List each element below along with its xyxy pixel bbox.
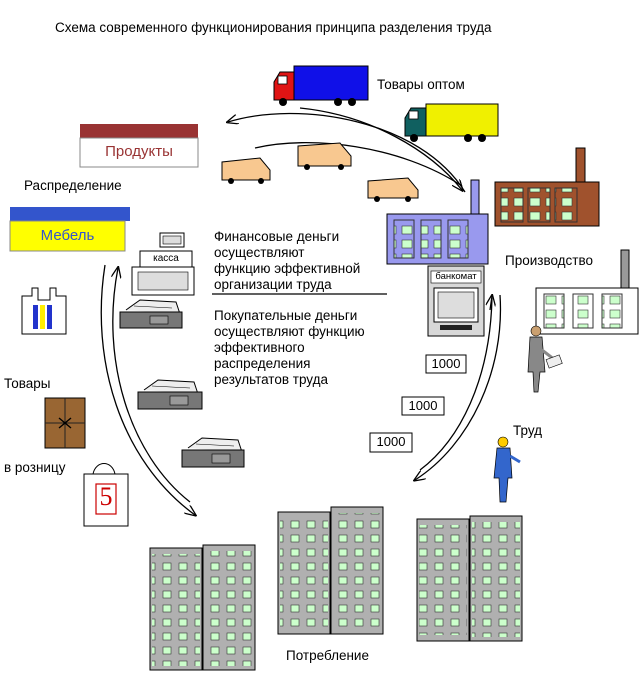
register-label: касса <box>153 253 179 264</box>
arrow-right-inner-tip <box>490 296 492 311</box>
text-line: осуществляют <box>214 245 305 260</box>
truck-red-blue-icon <box>273 65 369 106</box>
goods-label: Товары <box>4 376 51 391</box>
factory-lavender-icon <box>386 179 489 265</box>
arrow-top <box>228 112 466 193</box>
wallet-icon <box>137 379 203 410</box>
text-line: функцию эффективной <box>214 261 361 276</box>
labor-label: Труд <box>513 423 543 438</box>
van-icon <box>367 177 419 202</box>
apartment-building-icon <box>416 515 523 642</box>
retail-label: в розницу <box>4 460 66 475</box>
financial-money-text: Финансовые деньги осуществляют функцию э… <box>214 229 360 293</box>
truck-teal-yellow-icon <box>404 103 499 142</box>
text-line: осуществляют функцию <box>214 324 365 339</box>
arrow-left-inner <box>113 268 191 503</box>
money-bill-icon <box>369 432 413 453</box>
parcel-icon <box>44 397 86 449</box>
van-icon <box>297 142 352 170</box>
purchasing-money-text: Покупательные деньги осуществляют функци… <box>214 308 365 388</box>
van-icon <box>221 157 271 184</box>
arrow-right-inner <box>419 297 493 471</box>
money-amount: 1000 <box>408 398 438 413</box>
products-sign-text: Продукты <box>105 143 173 160</box>
arrow-top-inner <box>254 142 463 187</box>
text-line: Финансовые деньги <box>214 229 340 244</box>
text-line: эффективного <box>214 340 305 355</box>
furniture-sign-text: Мебель <box>40 227 95 244</box>
cycle-arrows <box>100 107 502 515</box>
factory-brown-icon <box>494 147 600 227</box>
consumption-label: Потребление <box>286 648 369 663</box>
money-bill-icon <box>425 354 467 374</box>
apartment-building-icon <box>277 506 384 635</box>
shopping-bag-icon <box>21 287 67 335</box>
products-store-sign <box>79 124 199 168</box>
factory-white-icon <box>535 249 639 335</box>
atm-icon <box>427 265 485 337</box>
worker-icon <box>493 436 521 503</box>
atm-label: банкомат <box>435 271 477 282</box>
money-bill-icon <box>401 396 445 416</box>
cash-register-icon <box>131 232 195 296</box>
page-title: Схема современного функционирования прин… <box>55 20 492 35</box>
arrow-top-inner2 <box>299 107 462 190</box>
production-label: Производство <box>505 253 594 268</box>
arrow-right <box>415 294 502 480</box>
furniture-store-sign <box>9 207 130 252</box>
money-amount: 1000 <box>431 356 461 371</box>
distribution-label: Распределение <box>24 178 122 193</box>
text-line: организации труда <box>214 277 332 292</box>
arrow-left <box>100 264 195 515</box>
text-line: распределения <box>214 356 311 371</box>
apartment-building-icon <box>149 544 256 671</box>
wholesale-label: Товары оптом <box>377 77 465 92</box>
money-amount: 1000 <box>376 434 406 449</box>
text-line: Покупательные деньги <box>214 308 358 323</box>
bag-digit: 5 <box>99 482 113 511</box>
text-line: результатов труда <box>214 372 328 387</box>
wallet-icon <box>119 299 183 329</box>
businessman-icon <box>527 325 563 393</box>
wallet-icon <box>181 437 245 468</box>
gift-bag-icon <box>83 463 129 527</box>
